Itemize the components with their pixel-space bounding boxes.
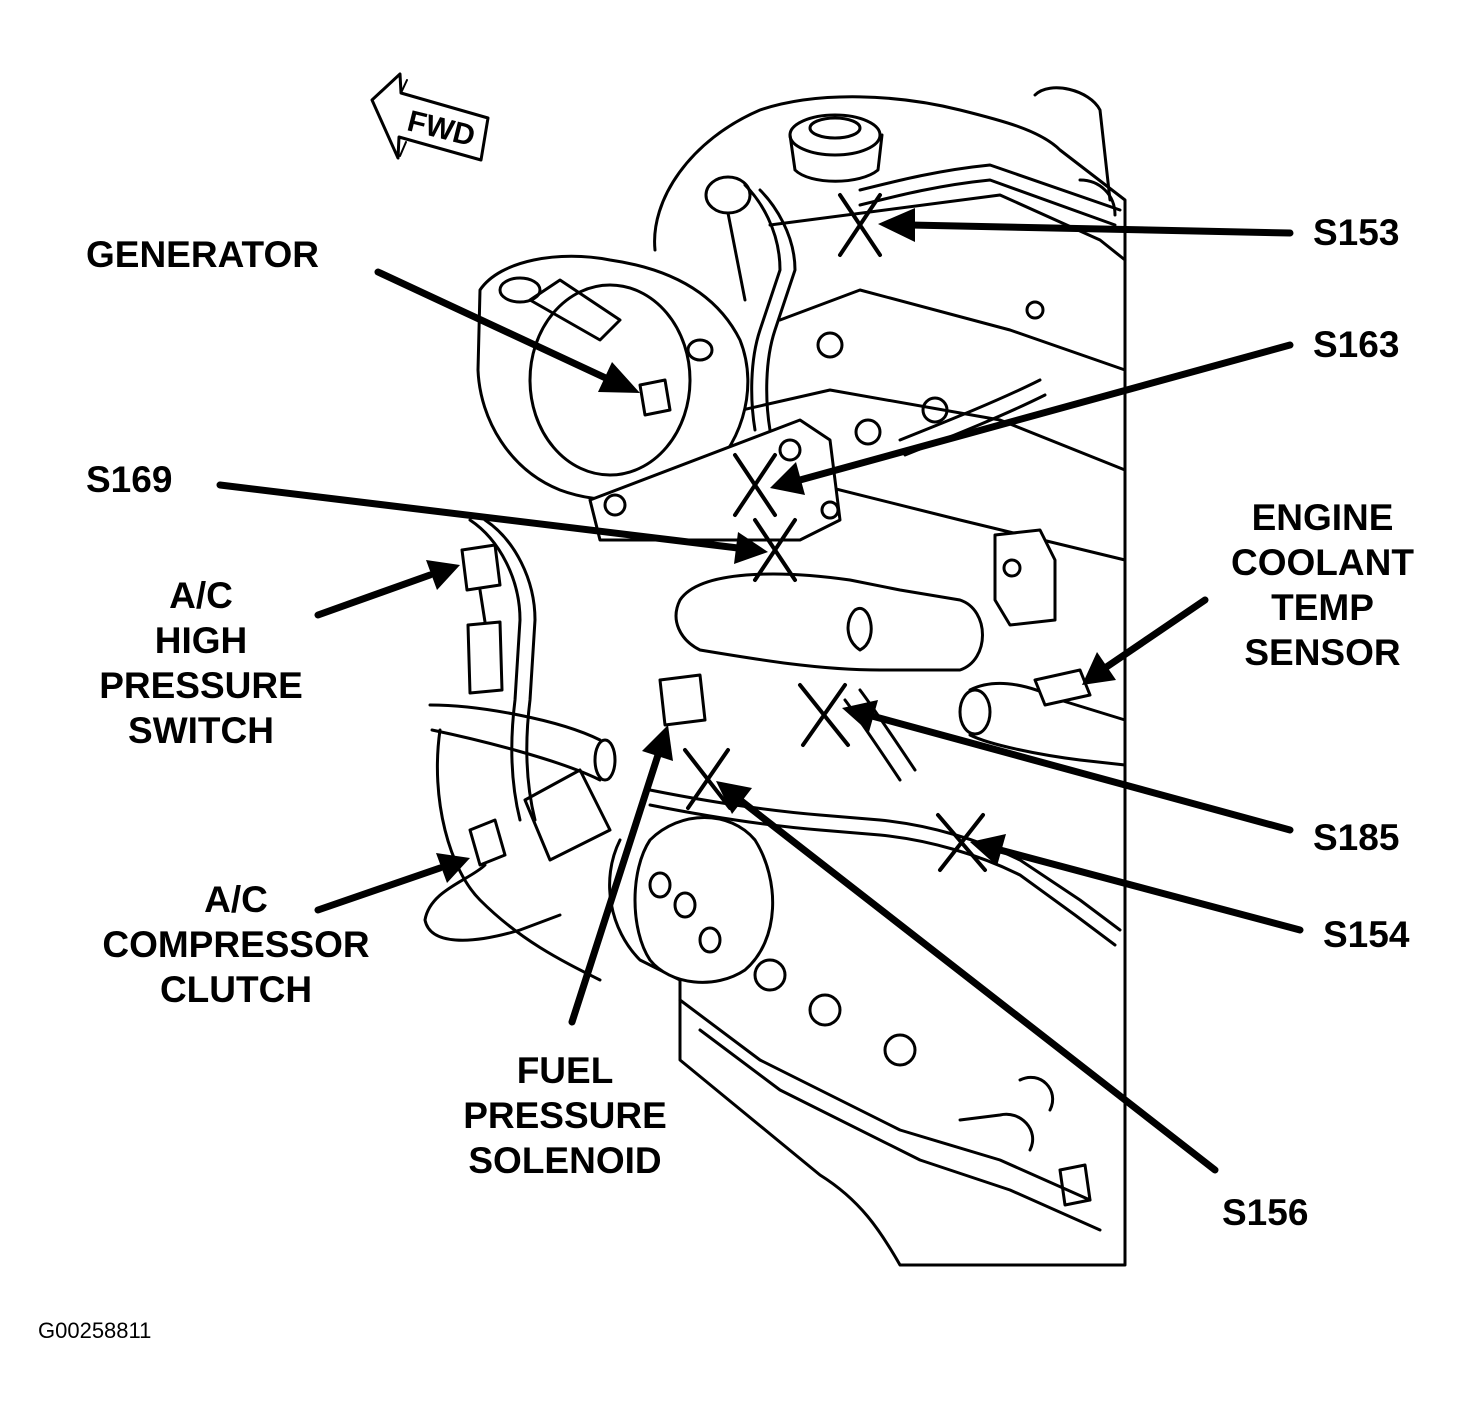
label-line: HIGH <box>154 620 248 661</box>
leader-s154 <box>970 834 1304 934</box>
splice-x-s156 <box>683 748 732 810</box>
label-line: TEMP <box>1271 587 1374 628</box>
leader-s169 <box>216 481 768 564</box>
label-line: A/C <box>204 879 268 920</box>
label-line: A/C <box>169 575 233 616</box>
label-s163: S163 <box>1313 324 1400 365</box>
leader-lines <box>216 208 1304 1174</box>
splice-x-s154 <box>936 813 987 872</box>
splice-x-s153 <box>838 193 882 257</box>
label-line: SWITCH <box>128 710 274 751</box>
label-fuel-pressure-solenoid: FUEL PRESSURE SOLENOID <box>440 1048 690 1183</box>
label-line: FUEL <box>516 1050 614 1091</box>
splice-x-s169 <box>753 518 797 582</box>
label-line: PRESSURE <box>463 1095 667 1136</box>
label-line: ENGINE <box>1251 497 1394 538</box>
leader-s185 <box>842 700 1294 834</box>
splice-x-s163 <box>733 453 777 517</box>
leader-generator <box>374 268 640 393</box>
label-ac-compressor-clutch: A/C COMPRESSOR CLUTCH <box>76 877 396 1012</box>
splice-x-s185 <box>798 683 850 747</box>
label-ac-high-pressure-switch: A/C HIGH PRESSURE SWITCH <box>76 573 326 753</box>
leader-s156 <box>716 781 1219 1174</box>
label-generator: GENERATOR <box>86 234 319 275</box>
label-s156: S156 <box>1222 1192 1309 1233</box>
label-line: COOLANT <box>1231 542 1414 583</box>
leader-fuel-pressure-solenoid <box>568 725 673 1026</box>
fwd-arrow-icon: FWD <box>370 72 490 162</box>
leader-ect-sensor <box>1082 596 1209 685</box>
label-line: SENSOR <box>1244 632 1401 673</box>
label-line: COMPRESSOR <box>102 924 370 965</box>
label-s185: S185 <box>1313 817 1400 858</box>
leader-s153 <box>878 208 1294 242</box>
splice-markers <box>683 193 987 872</box>
figure-id: G00258811 <box>38 1318 152 1343</box>
leader-ac-compressor-clutch <box>314 853 470 914</box>
label-line: CLUTCH <box>159 969 313 1010</box>
label-s153: S153 <box>1313 212 1400 253</box>
label-line: SOLENOID <box>468 1140 662 1181</box>
leader-ac-high-pressure-switch <box>314 560 460 619</box>
label-s154: S154 <box>1323 914 1410 955</box>
label-s169: S169 <box>86 459 173 500</box>
label-line: PRESSURE <box>99 665 303 706</box>
leader-s163 <box>770 341 1294 495</box>
label-engine-coolant-temp-sensor: ENGINE COOLANT TEMP SENSOR <box>1215 495 1430 675</box>
